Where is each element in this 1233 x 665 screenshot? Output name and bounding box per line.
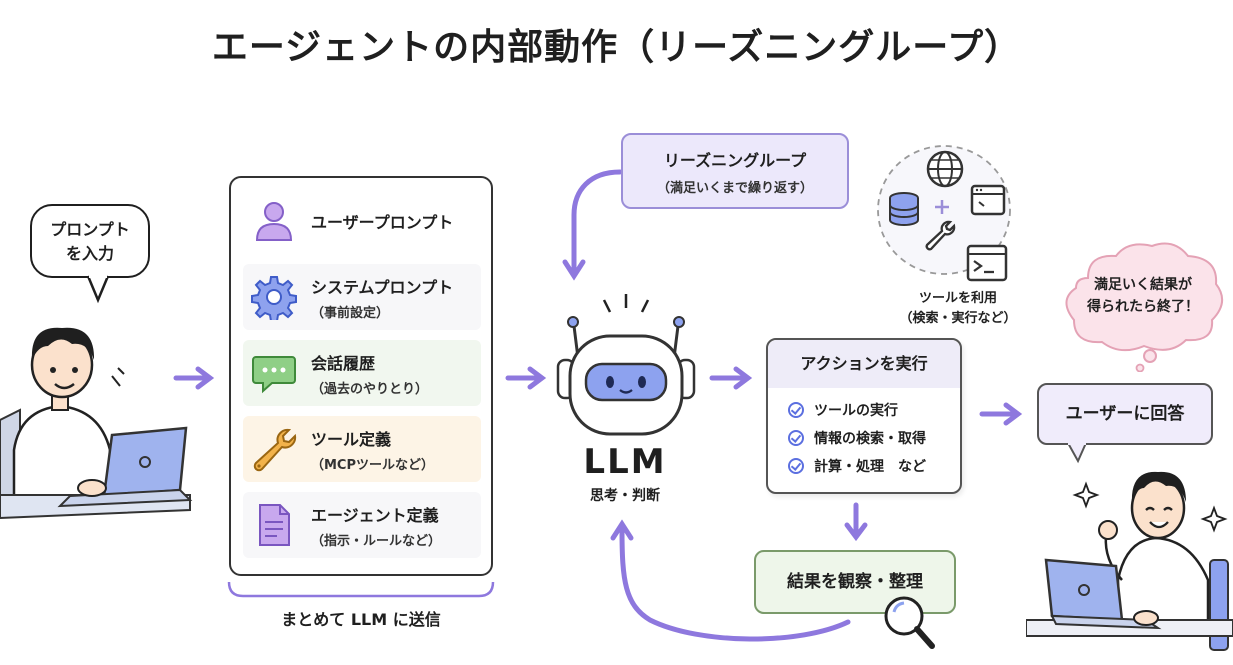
action-item: ツールの実行: [788, 396, 960, 424]
action-box: アクションを実行 ツールの実行 情報の検索・取得 計算・処理 など: [766, 338, 962, 494]
terminal-icon: [966, 244, 1008, 282]
user-bubble-line1: プロンプト: [50, 220, 130, 239]
tools-caption-line2: （検索・実行など）: [899, 310, 1017, 326]
context-item-agent-def: エージェント定義 （指示・ルールなど）: [243, 492, 481, 558]
browser-window-icon: [970, 184, 1006, 216]
context-item-sub: （過去のやりとり）: [311, 381, 429, 397]
plus-icon: [935, 200, 949, 214]
person-icon: [255, 202, 293, 241]
arrow-llm-to-action: [709, 366, 753, 390]
observe-box: 結果を観察・整理: [754, 550, 956, 614]
arrow-context-to-llm: [505, 366, 547, 390]
context-item-title: ユーザープロンプト: [311, 213, 454, 232]
context-item-tools: ツール定義 （MCPツールなど）: [243, 416, 481, 482]
arrow-user-to-context: [173, 366, 215, 390]
llm-sublabel: 思考・判断: [590, 488, 660, 504]
wrench-small-icon: [925, 220, 956, 251]
happy-user-illustration: [1026, 471, 1233, 651]
check-circle-icon: [788, 430, 804, 446]
check-circle-icon: [788, 458, 804, 474]
chat-icon: [252, 356, 296, 394]
send-caption: まとめて LLM に送信: [281, 610, 441, 629]
user-bubble-line2: を入力: [65, 244, 114, 263]
magnifier-icon: [884, 596, 935, 649]
context-bracket: [227, 581, 495, 598]
context-item-sub: （MCPツールなど）: [311, 457, 435, 473]
context-item-title: 会話履歴: [311, 353, 376, 373]
reasoning-loop-box: リーズニングループ （満足いくまで繰り返す）: [621, 133, 849, 209]
action-item-label: 計算・処理 など: [814, 459, 926, 475]
llm-robot-icon: [556, 294, 696, 436]
cloud-text: 満足いく結果が 得られたら終了！: [1073, 275, 1213, 318]
document-icon: [259, 504, 290, 546]
context-item-sub: （事前設定）: [311, 305, 390, 321]
tools-cluster: [877, 145, 1011, 282]
context-panel: ユーザープロンプト システムプロンプト （事前設定） 会話履歴 （過去のやりとり…: [229, 176, 493, 576]
action-title: アクションを実行: [768, 340, 960, 388]
arrow-action-to-answer: [979, 402, 1023, 426]
thought-cloud: [1065, 242, 1223, 372]
context-item-history: 会話履歴 （過去のやりとり）: [243, 340, 481, 406]
context-item-title: ツール定義: [311, 429, 392, 449]
context-item-sub: （指示・ルールなど）: [311, 533, 442, 549]
tools-caption: ツールを利用 （検索・実行など）: [888, 289, 1028, 328]
user-at-laptop-illustration: [0, 327, 193, 520]
gear-icon: [251, 276, 297, 320]
check-circle-icon: [788, 402, 804, 418]
arrow-action-to-observe: [844, 502, 868, 542]
page-title: エージェントの内部動作（リーズニングループ）: [211, 27, 1022, 68]
loop-sub: （満足いくまで繰り返す）: [656, 181, 813, 196]
context-item-user-prompt: ユーザープロンプト: [243, 188, 481, 254]
loop-title: リーズニングループ: [663, 151, 807, 170]
answer-box-tail: [1067, 443, 1087, 464]
cloud-line2: 得られたら終了！: [1087, 298, 1199, 315]
arrow-loop-to-llm: [562, 169, 623, 281]
arrow-observe-to-llm: [610, 519, 851, 642]
tools-caption-line1: ツールを利用: [918, 291, 997, 306]
wrench-icon: [253, 428, 297, 472]
cloud-line1: 満足いく結果が: [1094, 277, 1192, 293]
answer-box: ユーザーに回答: [1037, 383, 1213, 445]
bubble-tail: [86, 274, 110, 304]
context-item-title: システムプロンプト: [311, 277, 454, 297]
llm-label: LLM: [583, 442, 667, 482]
globe-icon: [926, 150, 964, 188]
context-item-title: エージェント定義: [311, 505, 439, 525]
action-item-label: 情報の検索・取得: [814, 431, 926, 447]
action-item-label: ツールの実行: [814, 403, 898, 419]
user-speech-bubble: プロンプト を入力: [30, 204, 150, 278]
database-icon: [889, 192, 919, 226]
context-item-system-prompt: システムプロンプト （事前設定）: [243, 264, 481, 330]
action-item: 情報の検索・取得: [788, 424, 960, 452]
action-item: 計算・処理 など: [788, 452, 960, 480]
